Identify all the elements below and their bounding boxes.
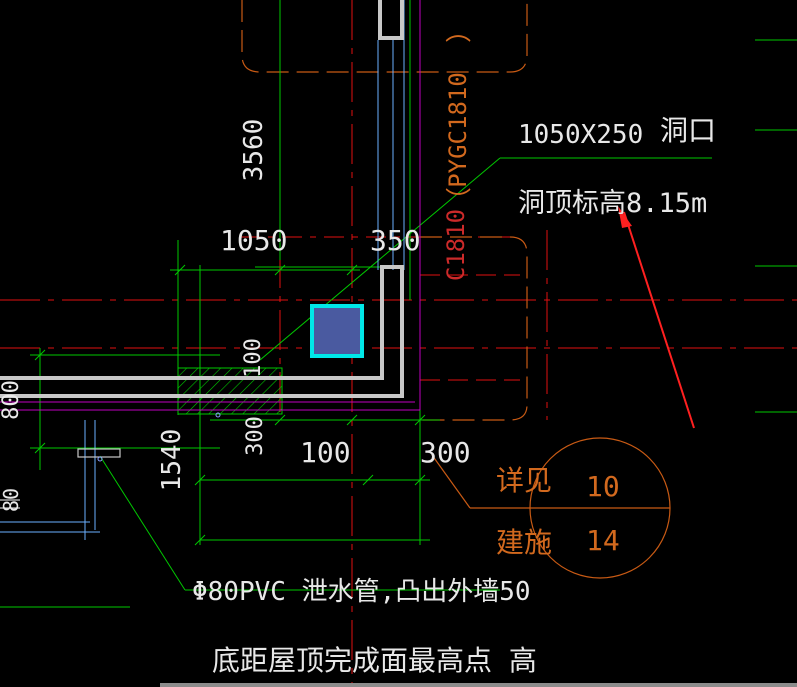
dimension-350: 350 (370, 224, 421, 257)
dimension-300: 300 (420, 436, 471, 469)
opening-name-label: 洞口 (660, 114, 716, 147)
cyan-lines (0, 0, 405, 540)
window-paren-open: （ (445, 187, 475, 213)
opening-size-label: 1050X250 (518, 120, 643, 150)
wall-opening[interactable] (310, 304, 364, 358)
dimension-1050: 1050 (220, 224, 287, 257)
detail-sheet: 14 (586, 524, 620, 557)
detail-bubble[interactable] (431, 437, 671, 579)
wall-lines (0, 0, 404, 398)
window-label-pygc1810: PYGC1810 (444, 72, 472, 188)
annotation-arrow (618, 206, 695, 429)
dimension-100: 100 (300, 436, 351, 469)
dimension-800: 800 (0, 380, 24, 420)
horizontal-scrollbar[interactable] (160, 683, 797, 687)
outline-top-room (241, 0, 528, 73)
hatched-wall-area (177, 367, 283, 415)
dimension-80: 80 (0, 488, 23, 512)
dimension-100-vertical: 100 (241, 338, 266, 378)
drain-point (97, 456, 103, 462)
green-lines (0, 0, 797, 608)
window-paren-close: ） (445, 17, 475, 43)
dimension-300-vertical: 300 (243, 416, 268, 456)
outline-dashed (241, 0, 528, 421)
magenta-lines (0, 0, 421, 411)
dimension-1540: 1540 (157, 429, 187, 492)
dimension-3560: 3560 (239, 119, 269, 182)
detail-architecture-label: 建施 (496, 526, 552, 559)
outline-right-room (420, 236, 528, 421)
drain-bottom-label: 底距屋顶完成面最高点 高 (212, 644, 537, 677)
opening-top-elevation: 洞顶标高8.15m (518, 188, 707, 219)
detail-number: 10 (586, 470, 620, 503)
drain-pipe-label: Φ80PVC 泄水管,凸出外墙50 (192, 577, 531, 607)
window-label-c1810: C1810 (442, 209, 470, 281)
grid-point (215, 412, 221, 418)
detail-see-label: 详见 (496, 464, 552, 497)
